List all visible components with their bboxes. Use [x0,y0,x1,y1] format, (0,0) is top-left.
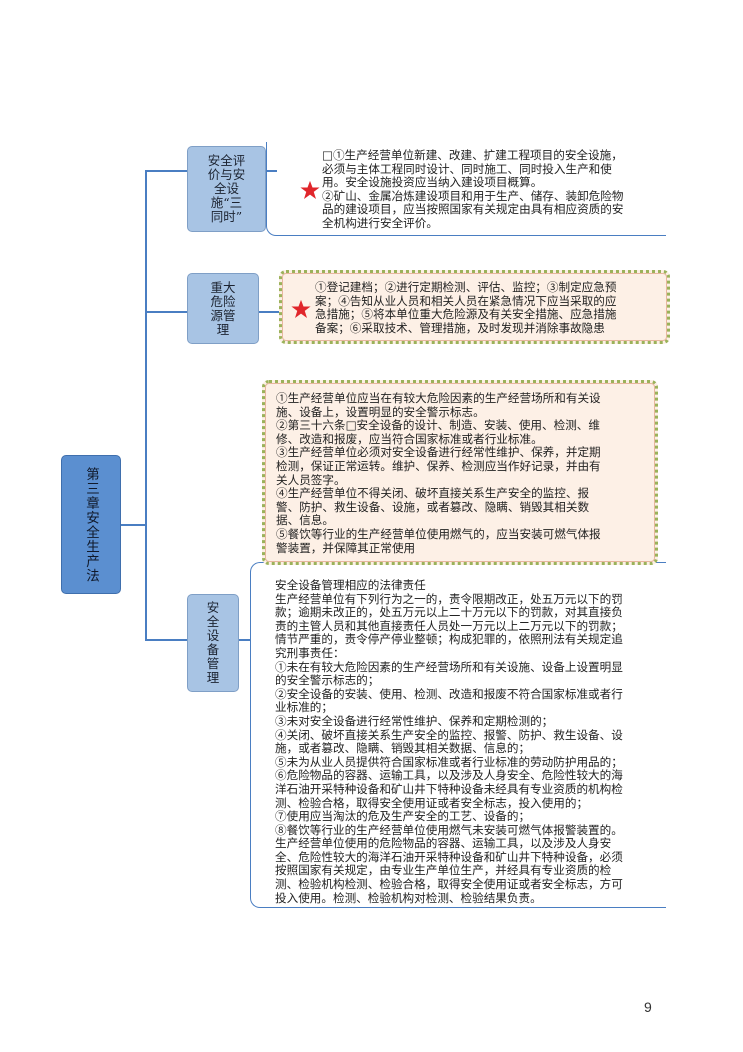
trunk-connector [145,170,147,640]
branch-2-content: ①登记建档；②进行定期检测、评估、监控；③制定应急预 案；④告知从业人员和相关人… [315,280,617,335]
root-label: 第三章安全生产法 [83,466,99,583]
root-connector [120,524,146,526]
major-hazard-highlight-box [279,270,670,344]
red-star-icon [291,299,311,318]
equipment-legal-liability-content: 安全设备管理相应的法律责任 生产经营单位有下列行为之一的，责令限期改正，处五万元… [275,578,623,905]
branch-3-link [239,639,251,641]
branch-1-link [265,170,277,172]
red-star-icon [300,180,320,199]
branch-1-bracket [266,142,666,236]
page-number: 9 [644,999,652,1015]
branch-connector-3 [145,639,187,641]
branch-3-label: 安 全 设 备 管 理 [206,600,220,685]
branch-2-label: 重大 危险 源管 理 [210,279,236,337]
root-node: 第三章安全生产法 [61,455,121,594]
branch-1-content: □①生产经营单位新建、改建、扩建工程项目的安全设施， 必须与主体工程同时设计、同… [322,148,624,230]
branch-node-safety-evaluation: 安全评 价与安 全设 施“三 同时” [187,146,266,232]
equipment-highlight-box [262,380,658,565]
branch-2-link [259,311,283,313]
branch-connector-2 [145,311,187,313]
branch-node-safety-equipment: 安 全 设 备 管 理 [187,594,239,692]
equipment-highlight-content: ①生产经营单位应当在有较大危险因素的生产经营场所和有关设 施、设备上，设置明显的… [276,391,601,555]
branch-1-label: 安全评 价与安 全设 施“三 同时” [207,153,246,224]
branch-connector-1 [145,170,187,172]
branch-node-major-hazard: 重大 危险 源管 理 [187,273,259,344]
